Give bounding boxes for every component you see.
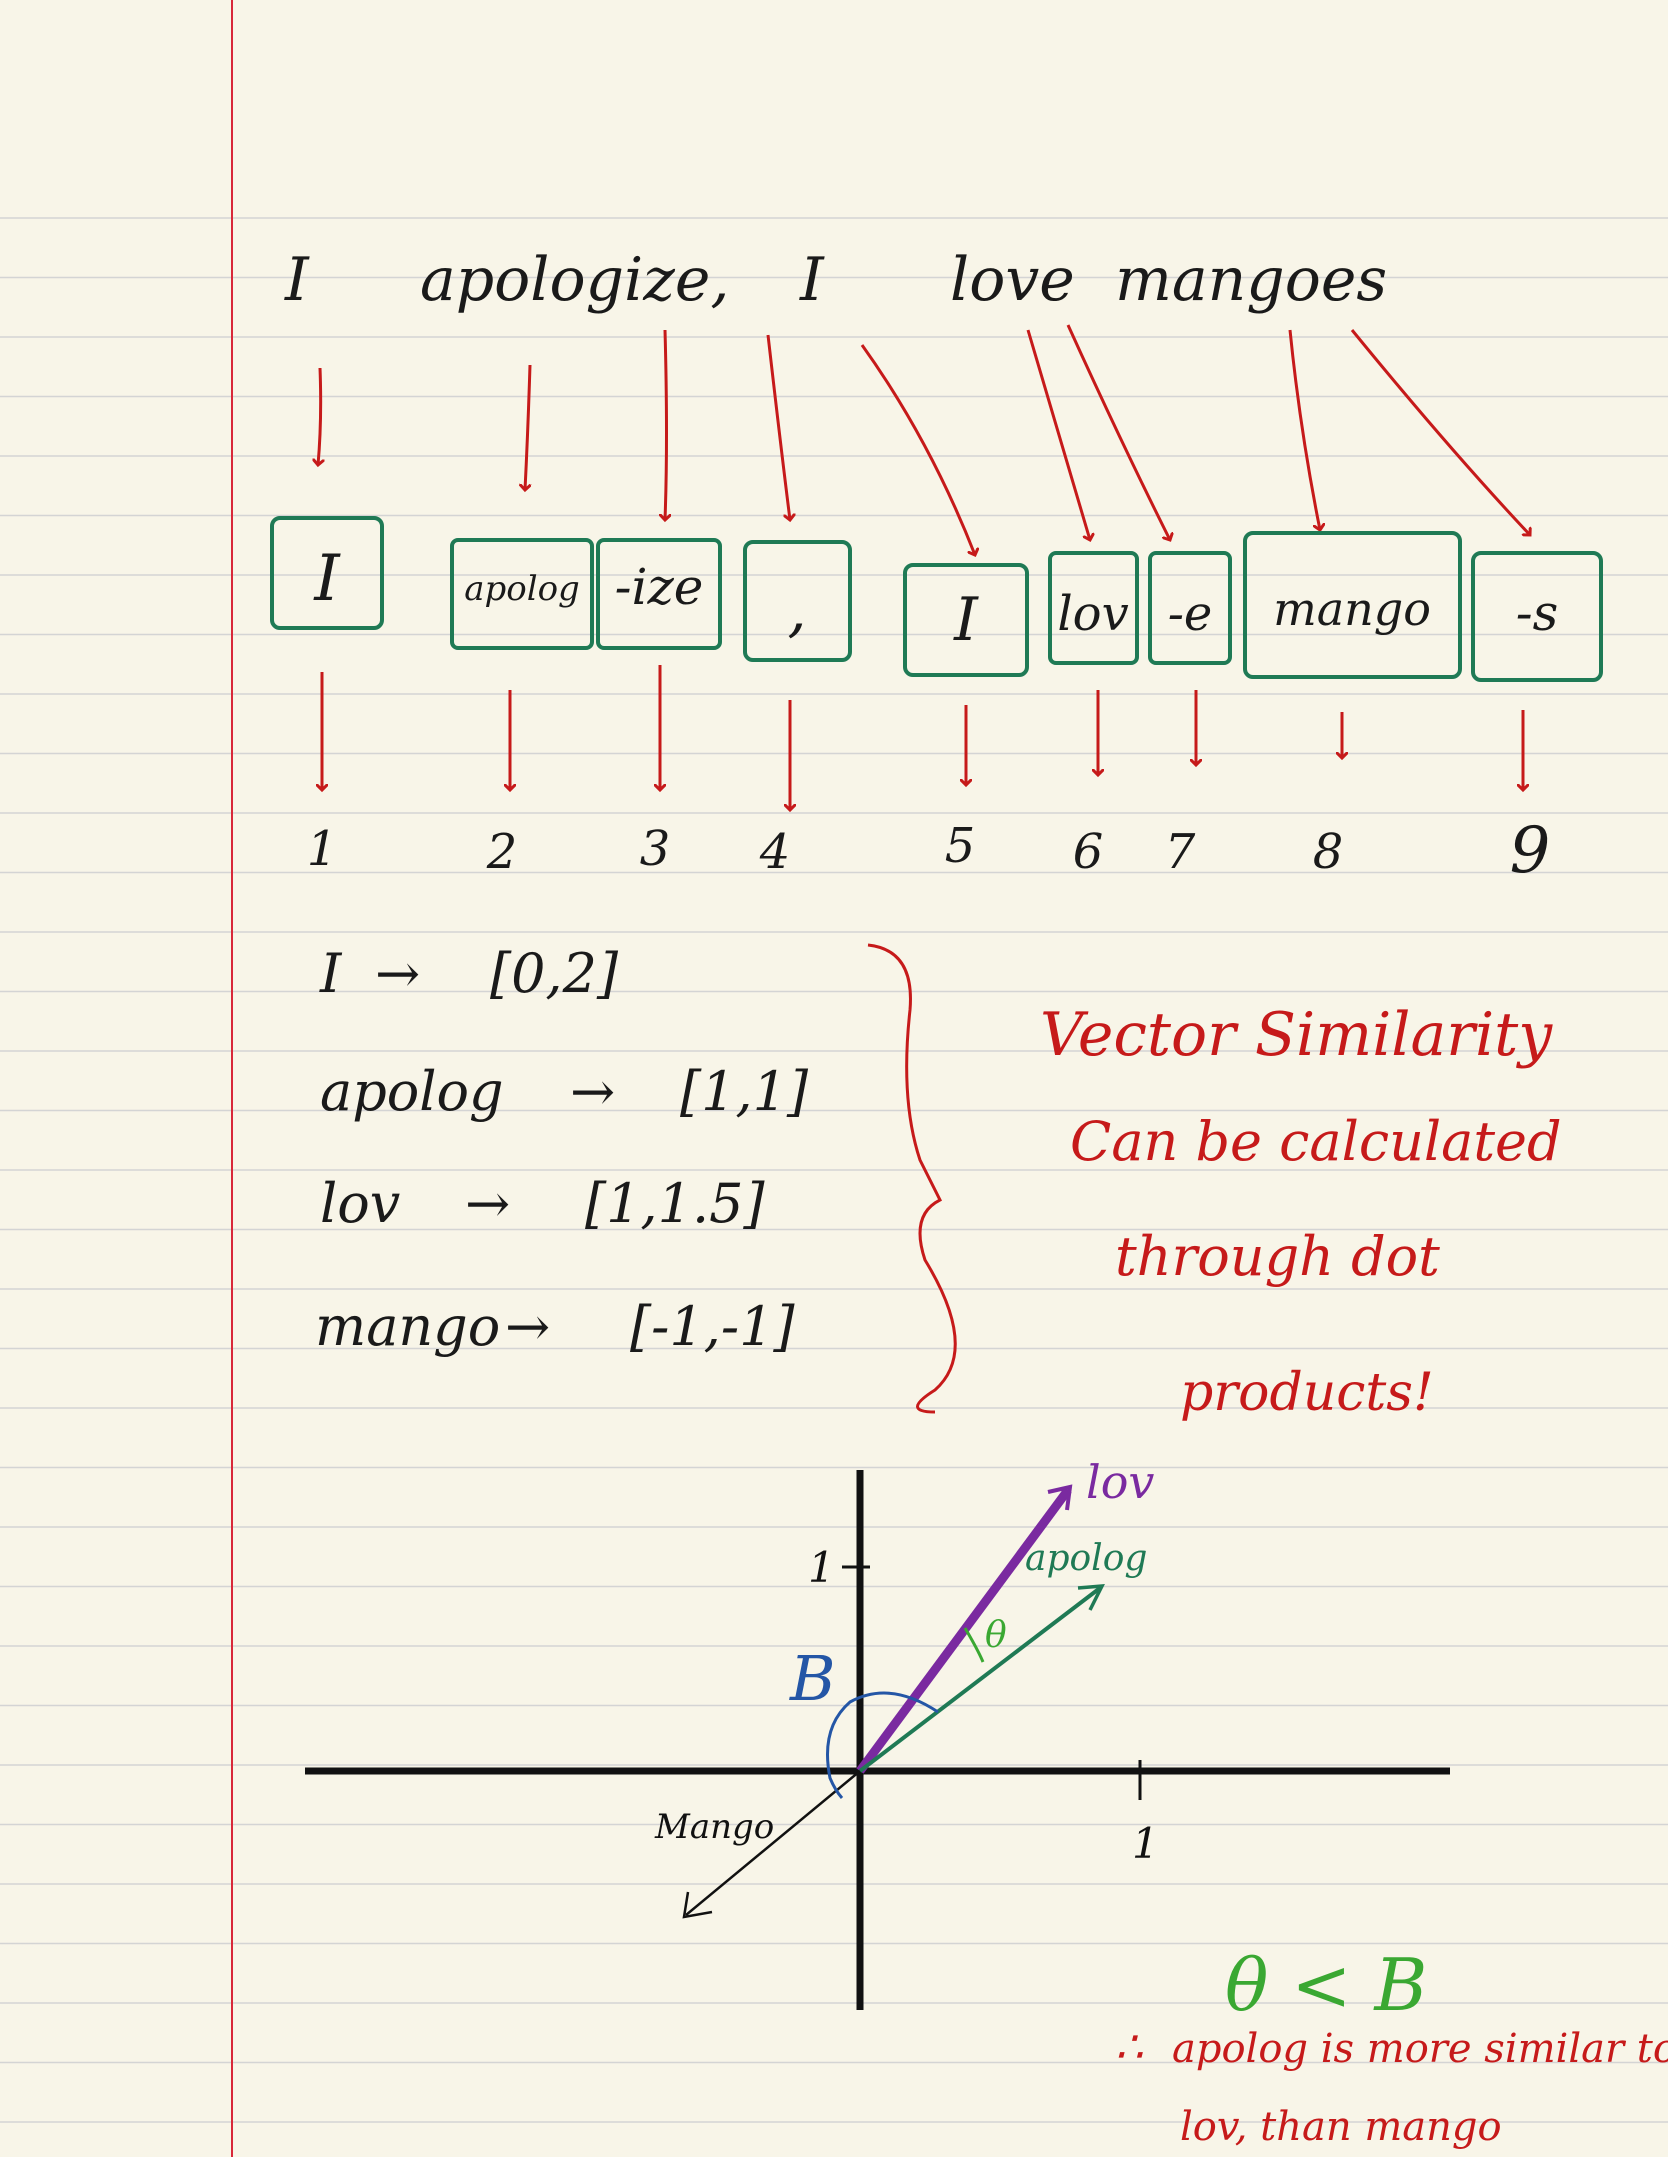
embedding-vector-2: [1,1] [680,1060,809,1123]
similarity-note: Vector Similarity Can be calculated thro… [1040,1000,1562,1423]
embedding-token-3: lov [320,1172,400,1235]
sentence: I apologize, I love mangoes [284,245,1387,315]
token-box-6 [1048,551,1139,665]
token-text-6: lov [1057,586,1128,642]
embedding-arrow-3: → [465,1172,510,1235]
embedding-token-2: apolog [320,1060,504,1123]
mango-vector [685,1770,861,1916]
token-box-3 [596,538,722,650]
token-id-6: 6 [1073,824,1104,880]
embedding-list: I → [0,2] apolog → [1,1] lov → [1,1.5] m… [315,942,809,1358]
token-text-5: I [953,585,979,655]
y-tick-label: 1 [808,1543,835,1592]
theta-label: θ [985,1615,1007,1656]
embedding-arrow-1: → [375,942,420,1005]
embedding-token-1: I [319,942,343,1005]
theta-arc [963,1627,985,1663]
lov-arrowhead [1047,1484,1073,1511]
embedding-vector-1: [0,2] [490,942,619,1005]
token-box-5 [903,563,1029,677]
token-id-1: 1 [307,821,338,877]
token-text-7: -e [1168,586,1213,642]
note-line-1: Vector Similarity [1040,1000,1553,1070]
token-box-7 [1148,551,1232,665]
token-id-2: 2 [486,824,518,880]
sentence-to-token-arrows [318,324,1530,555]
lov-label: lov [1086,1455,1154,1509]
conclusion-line-2: lov, than mango [1180,2104,1502,2150]
token-boxes [270,516,1603,682]
vector-graph: 1 1 lov apolog Mango θ B [305,1455,1450,2010]
ruled-lines [0,217,1668,2123]
sentence-word-1: I [284,245,310,315]
sentence-word-4: love [950,245,1075,315]
token-id-9: 9 [1510,814,1551,888]
embedding-token-4: mango [315,1295,500,1358]
token-box-8 [1243,531,1462,679]
apolog-arrowhead [1077,1583,1105,1611]
token-text-8: mango [1273,582,1431,636]
token-text-9: -s [1516,584,1559,642]
embedding-vector-4: [-1,-1] [630,1295,795,1358]
embedding-arrow-4: → [505,1295,550,1358]
mango-arrowhead [682,1891,713,1919]
token-box-2 [450,538,594,650]
mango-label: Mango [654,1807,774,1847]
token-id-4: 4 [759,824,791,880]
sentence-word-5: mangoes [1115,245,1387,315]
token-text-1: I [313,542,341,616]
token-texts: I apolog -ize , I lov -e mango -s [313,542,1558,655]
token-box-4 [743,540,852,662]
token-text-3: -ize [615,558,704,616]
note-line-3: through dot [1115,1225,1440,1288]
embedding-vector-3: [1,1.5] [585,1172,765,1235]
therefore-symbol: ∴ [1115,2022,1143,2073]
token-ids: 1 2 3 4 5 6 7 8 9 [307,814,1551,888]
token-to-id-arrows [322,665,1523,810]
token-id-5: 5 [945,818,976,874]
token-text-2: apolog [464,569,580,609]
relation-label: θ < B [1225,1943,1427,2027]
apolog-label: apolog [1025,1538,1147,1579]
conclusion-line-1: apolog is more similar to [1172,2026,1668,2072]
note-line-2: Can be calculated [1070,1110,1562,1173]
conclusion: θ < B ∴ apolog is more similar to lov, t… [1115,1943,1668,2150]
token-box-1 [270,516,384,630]
token-id-7: 7 [1165,824,1196,880]
beta-label: B [789,1642,836,1715]
token-box-9 [1471,551,1603,682]
beta-arc [826,1691,939,1799]
token-id-3: 3 [640,821,671,877]
token-text-4: , [787,575,806,645]
sentence-word-3: I [799,245,825,315]
lov-vector [856,1487,1072,1774]
token-id-8: 8 [1313,824,1344,880]
apolog-vector [858,1586,1102,1773]
embedding-arrow-2: → [570,1060,615,1123]
note-line-4: products! [1180,1363,1434,1423]
x-tick-label: 1 [1132,1819,1159,1868]
sentence-word-2: apologize, [420,245,729,315]
curly-brace [867,943,957,1414]
